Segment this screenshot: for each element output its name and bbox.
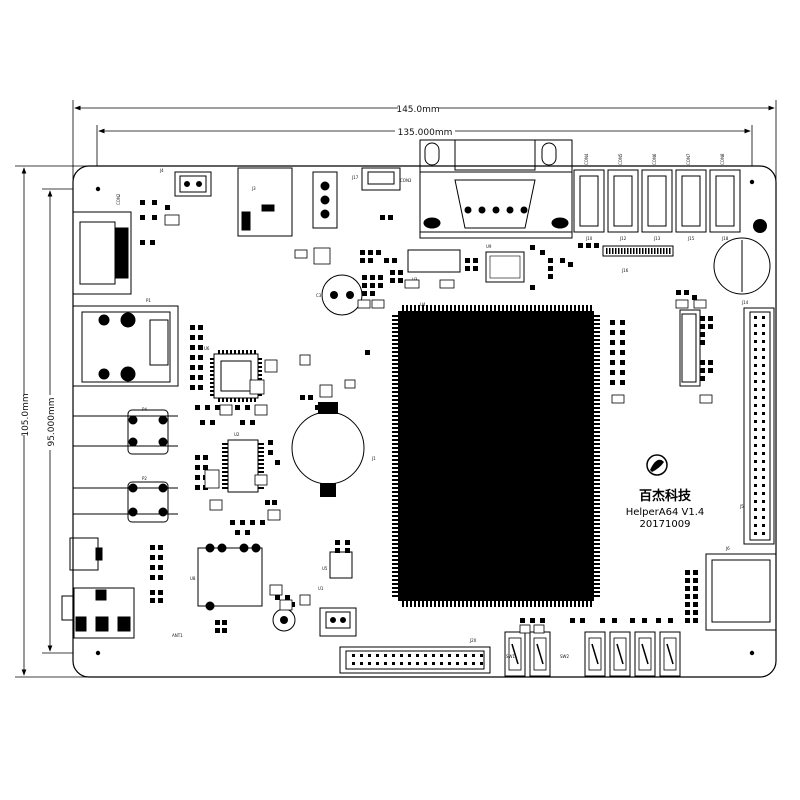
label-u2: U2 (234, 432, 240, 437)
label-u6: U6 (204, 346, 210, 351)
micro-usb (69, 537, 103, 571)
mounting-hole-bottom-right (749, 650, 755, 656)
header-j19 (319, 607, 357, 637)
crystal (272, 608, 296, 632)
label-u4: U4 (420, 302, 426, 307)
fpc-pins (606, 248, 671, 254)
board-date: 20171009 (640, 519, 691, 530)
label-p1: P1 (146, 298, 151, 303)
label-j4: J4 (159, 168, 164, 173)
top-right-headers (573, 169, 741, 233)
brand-name: 百杰科技 (639, 488, 692, 504)
board-model: HelperA64 V1.4 (626, 507, 705, 518)
label-con7: CON7 (686, 153, 691, 165)
label-u1: U1 (318, 586, 324, 591)
label-u9: U9 (486, 244, 492, 249)
inner-width-label: 135.000mm (398, 128, 453, 138)
label-j17: J17 (351, 175, 359, 180)
label-con8: CON8 (720, 153, 725, 165)
header-j17 (361, 167, 401, 191)
usb-ports (72, 305, 179, 387)
label-u3: U3 (412, 277, 418, 282)
label-c3: C3 (316, 293, 322, 298)
chip-u5 (329, 551, 353, 579)
label-j5: J5 (739, 504, 744, 509)
board-logo (646, 454, 668, 476)
label-sw1: SW1 (506, 654, 515, 659)
header-j3 (237, 167, 293, 237)
label-j12: J12 (619, 236, 627, 241)
ethernet-jack (72, 211, 132, 295)
chip-row-u3 (407, 249, 461, 273)
label-j20: J20 (469, 638, 477, 643)
cpu-chip (392, 305, 600, 607)
label-j6: J6 (725, 546, 730, 551)
outer-width-label: 145.0mm (396, 105, 439, 115)
header-j9 (743, 307, 775, 545)
audio-jack-1 (73, 409, 178, 455)
j9-pins (754, 316, 765, 535)
label-sw2: SW2 (560, 654, 569, 659)
label-j1: J1 (371, 456, 376, 461)
mounting-hole-bottom-left (95, 650, 101, 656)
module-u8 (197, 543, 263, 611)
header-j20 (339, 646, 491, 674)
dc-power-jack (61, 587, 135, 639)
label-j10: J10 (585, 236, 593, 241)
label-con3: CON3 (400, 178, 412, 183)
fpc-connector-j16 (602, 245, 674, 257)
label-j18: J18 (721, 236, 729, 241)
label-u5: U5 (322, 566, 328, 571)
label-j13: J13 (653, 236, 661, 241)
header-vertical (312, 171, 338, 229)
outer-height-label: 105.0mm (21, 393, 31, 436)
label-con4: CON4 (584, 153, 589, 165)
j20-pins (352, 654, 483, 665)
label-j15: J15 (687, 236, 695, 241)
label-con5: CON5 (618, 153, 623, 165)
buzzer-dot (753, 219, 767, 233)
audio-jack-2 (73, 481, 178, 523)
smd-components (140, 200, 713, 634)
push-buttons (504, 631, 681, 677)
serial-db9-connector (419, 139, 573, 239)
label-con6: CON6 (652, 153, 657, 165)
mounting-hole-top-left (95, 186, 101, 192)
inner-height-label: 95.000mm (47, 397, 57, 446)
coin-battery (291, 402, 365, 497)
label-p2: P2 (142, 476, 147, 481)
header-j4 (174, 171, 212, 197)
buzzer (713, 237, 771, 295)
label-j16: J16 (621, 268, 629, 273)
fpc-connector-right (679, 309, 701, 387)
chip-u9 (485, 251, 525, 283)
label-j14: J14 (741, 300, 749, 305)
sd-card-slot (705, 553, 777, 631)
label-p4: P4 (142, 407, 147, 412)
label-u8: U8 (190, 576, 196, 581)
label-ant1: ANT1 (172, 633, 183, 638)
label-con2: CON2 (116, 193, 121, 205)
capacitor-c3 (321, 274, 363, 316)
label-j3: J3 (251, 186, 256, 191)
mounting-hole-top-right (749, 179, 755, 185)
